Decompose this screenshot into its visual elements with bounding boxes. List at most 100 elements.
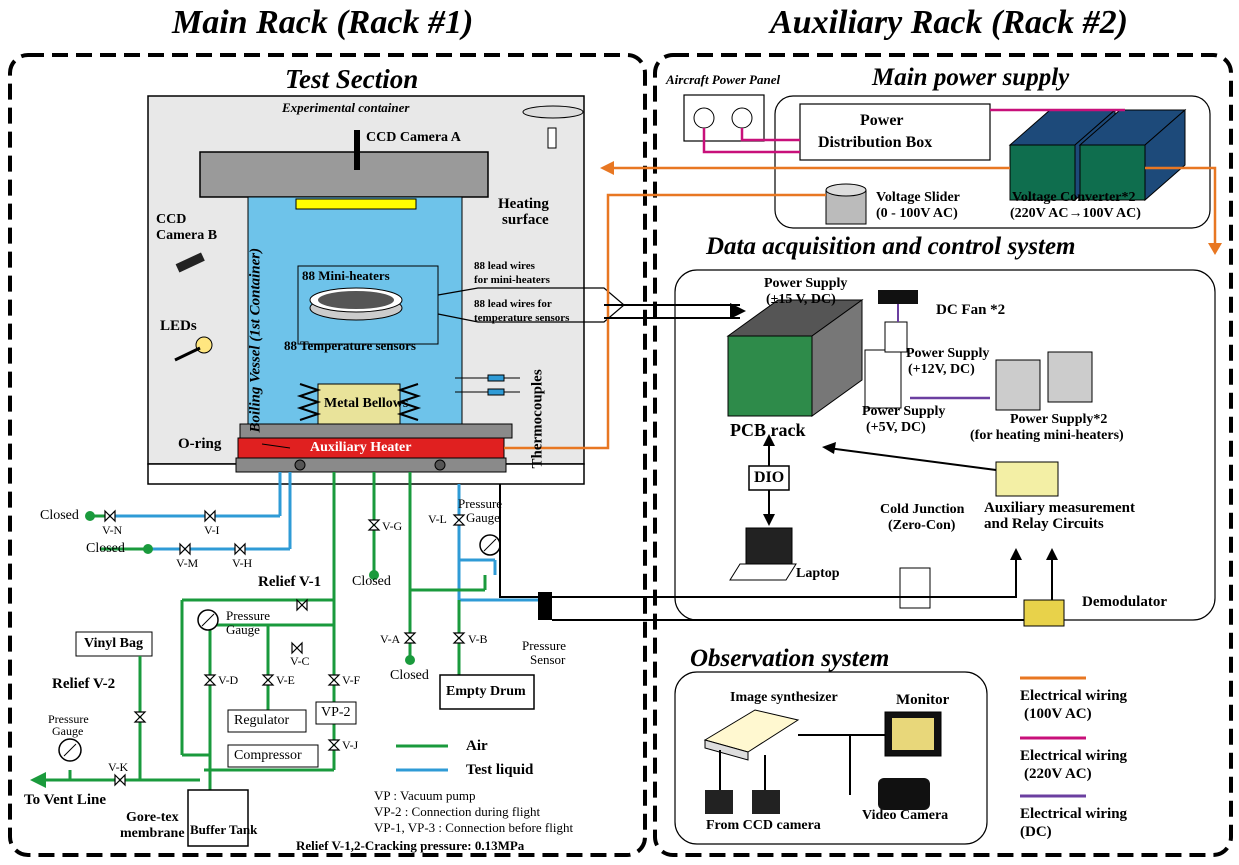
valve-h-label: V-H bbox=[232, 556, 253, 570]
led-icon bbox=[195, 336, 213, 354]
dist-box-label-1: Power bbox=[860, 112, 904, 129]
lead-wires-sensors-2: temperature sensors bbox=[474, 312, 570, 324]
ccd-b-label-2: Camera B bbox=[156, 228, 218, 243]
outlet-1-icon bbox=[693, 107, 715, 129]
ps2-label-2: (for heating mini-heaters) bbox=[970, 428, 1124, 443]
metal-bellows-body bbox=[317, 383, 401, 425]
aux-rack-border bbox=[653, 53, 1233, 857]
ps2-b-icon bbox=[1047, 351, 1093, 403]
daq-title: Data acquisition and control system bbox=[706, 233, 1076, 260]
aux-heater-label: Auxiliary Heater bbox=[310, 440, 412, 455]
valve-n-label: V-N bbox=[102, 523, 123, 537]
metal-bellows-label: Metal Bellows bbox=[324, 396, 409, 411]
pressure-gauge-r-1: Pressure bbox=[226, 608, 271, 623]
pressure-sensor-label-1: Pressure bbox=[522, 638, 567, 653]
closed-dot-g bbox=[369, 570, 379, 580]
mini-heater-array bbox=[318, 291, 394, 309]
regulator-box bbox=[227, 709, 307, 733]
dc-fan-label: DC Fan *2 bbox=[936, 302, 1006, 318]
hatch-lid bbox=[522, 105, 584, 119]
main-rack-border bbox=[8, 53, 647, 857]
relief-v2-label: Relief V-2 bbox=[52, 676, 116, 692]
compressor-label: Compressor bbox=[234, 748, 302, 763]
ps15-label-1: Power Supply bbox=[764, 276, 848, 291]
ps2-label-1: Power Supply*2 bbox=[1010, 412, 1108, 427]
ps12-label-2: (+12V, DC) bbox=[908, 362, 975, 377]
experimental-container-label: Experimental container bbox=[282, 100, 410, 115]
heating-surface bbox=[295, 198, 417, 210]
observation-title: Observation system bbox=[690, 645, 890, 672]
legend-220v-label-1: Electrical wiring bbox=[1020, 748, 1128, 764]
voltage-slider-label-1: Voltage Slider bbox=[876, 190, 960, 205]
vp2-label: VP-2 bbox=[321, 705, 351, 720]
aux-meas-label-2: and Relay Circuits bbox=[984, 516, 1104, 532]
video-camera-label: Video Camera bbox=[862, 808, 949, 823]
leds-label: LEDs bbox=[160, 318, 197, 334]
valve-g-label: V-G bbox=[382, 519, 403, 533]
valve-b-label: V-B bbox=[468, 632, 488, 646]
aux-measurement-icon bbox=[995, 461, 1059, 497]
valve-c-label: V-C bbox=[290, 654, 310, 668]
o-ring-pointer bbox=[261, 443, 291, 449]
voltage-slider-label-2: (0 - 100V AC) bbox=[876, 206, 958, 221]
bellows-left bbox=[296, 383, 322, 421]
ccd-input-1-icon bbox=[705, 790, 733, 814]
bellows-right bbox=[396, 383, 422, 421]
main-rack-title: Main Rack (Rack #1) bbox=[172, 4, 474, 41]
legend-air-label: Air bbox=[466, 738, 488, 754]
cold-junction-label-1: Cold Junction bbox=[880, 502, 965, 517]
dio-box bbox=[748, 465, 790, 491]
ps2-a-icon bbox=[995, 359, 1041, 411]
note-vp: VP : Vacuum pump bbox=[374, 788, 476, 803]
ps15-label-2: (±15 V, DC) bbox=[766, 292, 836, 307]
vent-line-label: To Vent Line bbox=[24, 792, 106, 808]
led-stem bbox=[174, 346, 201, 362]
mini-heater-frame bbox=[297, 265, 439, 345]
closed-dot-a bbox=[405, 655, 415, 665]
closed-label-a: Closed bbox=[390, 668, 429, 683]
dist-box-label-2: Distribution Box bbox=[818, 134, 933, 151]
note-vp2: VP-2 : Connection during flight bbox=[374, 804, 541, 819]
note-relief: Relief V-1,2-Cracking pressure: 0.13MPa bbox=[296, 838, 525, 853]
test-section-title: Test Section bbox=[285, 64, 419, 94]
outlet-2-icon bbox=[731, 107, 753, 129]
valve-i-label: V-I bbox=[204, 523, 220, 537]
valve-symbols bbox=[104, 509, 466, 787]
tc-sheath-2 bbox=[487, 388, 505, 396]
pressure-gauge-v-1: Pressure bbox=[48, 712, 89, 726]
boiling-vessel-label: Boiling Vessel (1st Container) bbox=[247, 247, 264, 433]
regulator-label: Regulator bbox=[234, 713, 290, 728]
aircraft-panel-label: Aircraft Power Panel bbox=[666, 72, 781, 87]
cold-junction-label-2: (Zero-Con) bbox=[888, 518, 956, 533]
vinyl-bag-label: Vinyl Bag bbox=[84, 636, 143, 651]
pressure-gauge-r-2: Gauge bbox=[226, 622, 260, 637]
monitor-label: Monitor bbox=[896, 692, 950, 708]
closed-label-m: Closed bbox=[86, 541, 125, 556]
thermocouples-label: Thermocouples bbox=[529, 369, 546, 469]
ccd-a-label: CCD Camera A bbox=[366, 130, 461, 145]
valve-j-label: V-J bbox=[342, 738, 359, 752]
converter-label-2: (220V AC→100V AC) bbox=[1010, 206, 1141, 221]
ps12-label-1: Power Supply bbox=[906, 346, 990, 361]
vp2-box bbox=[315, 701, 357, 725]
wiring-220v bbox=[702, 108, 1125, 154]
dc-fan-icon bbox=[878, 290, 918, 304]
empty-drum-label: Empty Drum bbox=[446, 684, 526, 699]
valve-e-label: V-E bbox=[276, 673, 295, 687]
ps5-label-2: (+5V, DC) bbox=[866, 420, 926, 435]
valve-m-label: V-M bbox=[176, 556, 199, 570]
valve-l-label: V-L bbox=[428, 512, 447, 526]
ps5-label-1: Power Supply bbox=[862, 404, 946, 419]
o-ring-left bbox=[294, 459, 306, 471]
pressure-sensor-icon bbox=[538, 592, 552, 620]
closed-dot-m bbox=[143, 544, 153, 554]
bottom-flange bbox=[239, 423, 513, 439]
closed-label-g: Closed bbox=[352, 574, 391, 589]
converter-label-1: Voltage Converter*2 bbox=[1012, 190, 1136, 205]
image-synth-label: Image synthesizer bbox=[730, 690, 838, 705]
o-ring-label: O-ring bbox=[178, 436, 222, 452]
closed-dot-n bbox=[85, 511, 95, 521]
main-power-title: Main power supply bbox=[872, 64, 1070, 91]
legend-220v-label-2: (220V AC) bbox=[1024, 766, 1092, 782]
